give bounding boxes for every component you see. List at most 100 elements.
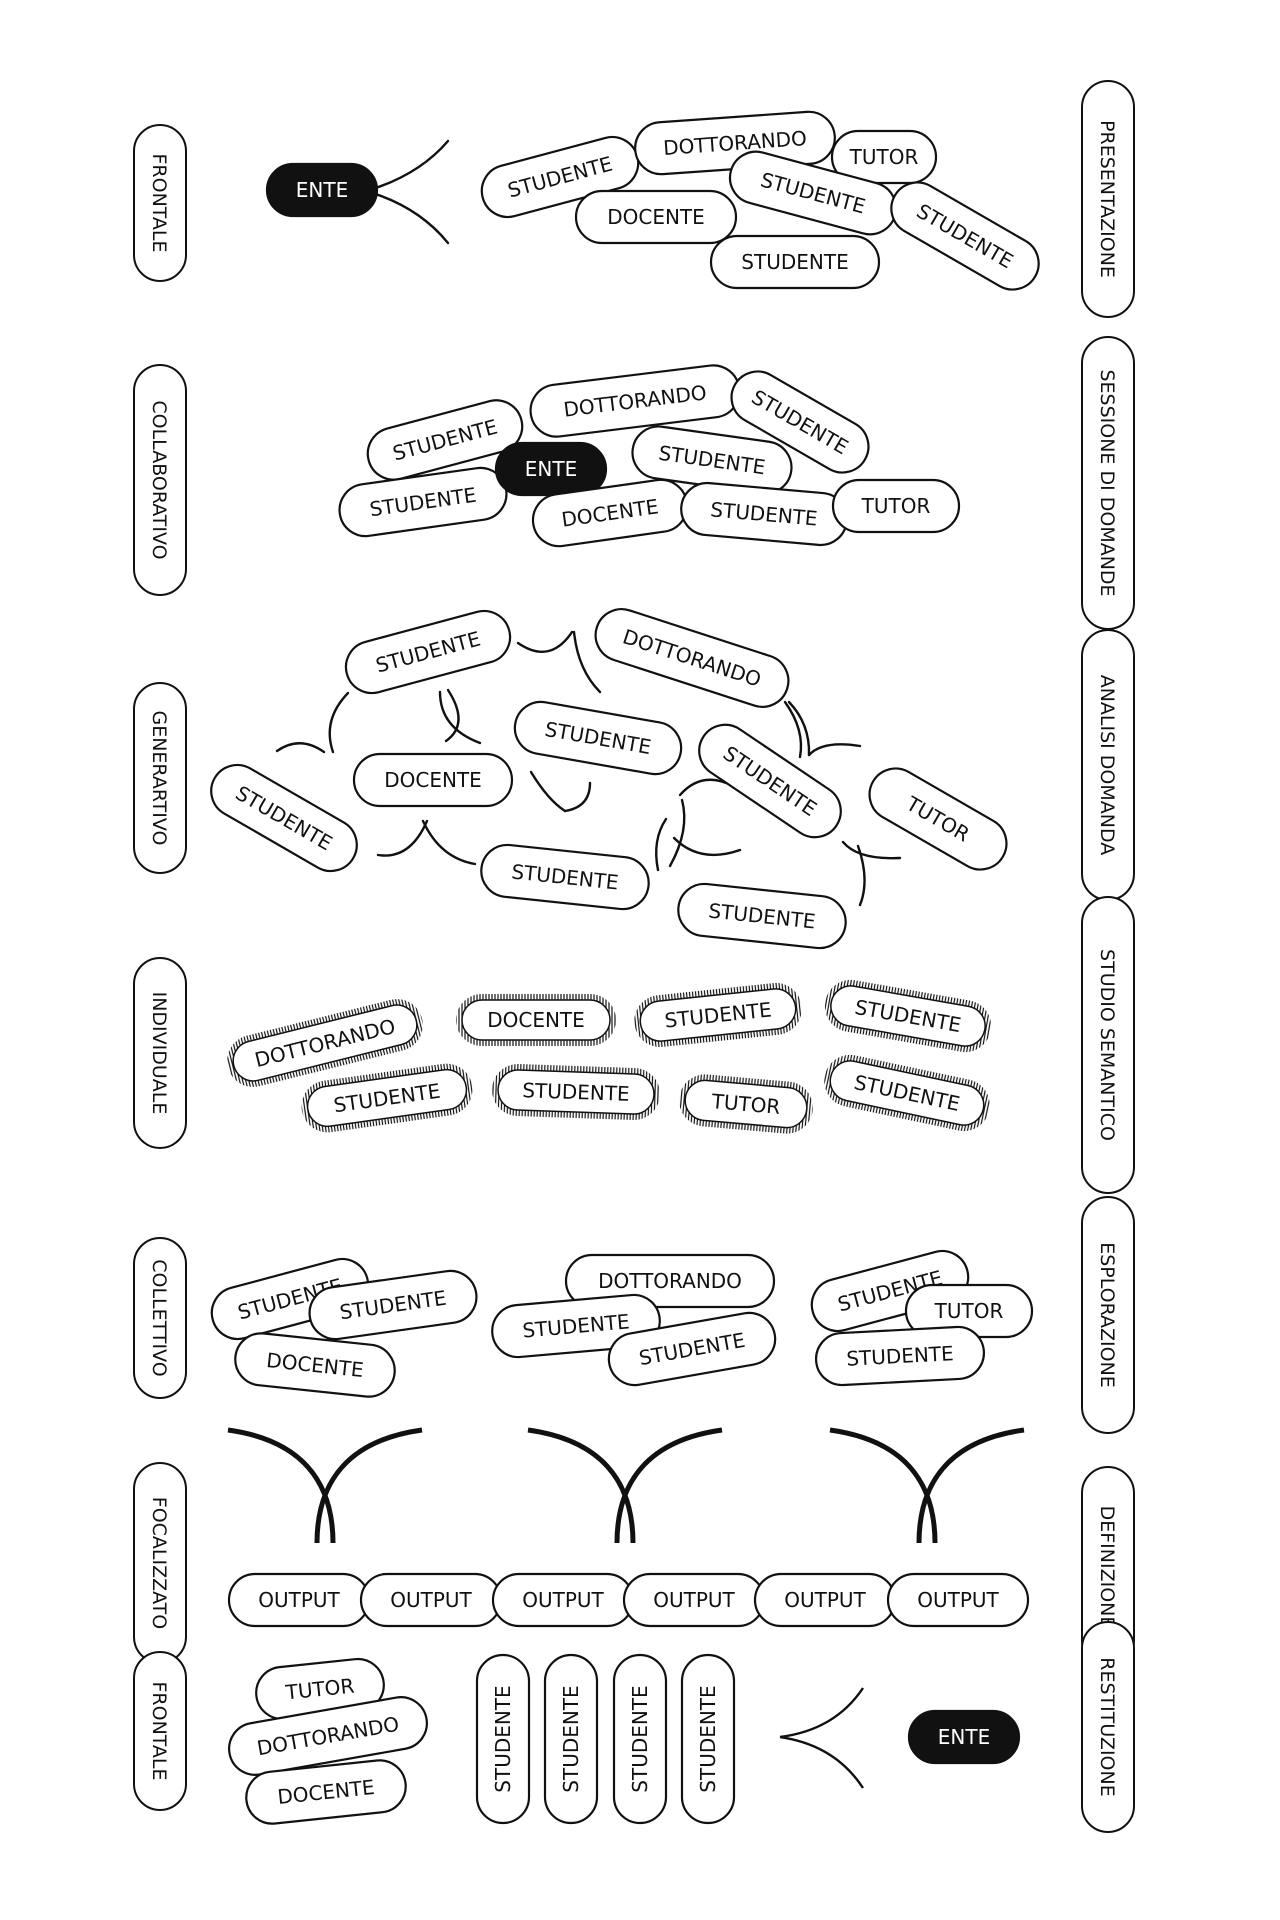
stage-label-sessione-di-domande: SESSIONE DI DOMANDE [1081, 336, 1135, 630]
participant-pill-studente: STUDENTE [677, 882, 847, 950]
stage-label-presentazione: PRESENTAZIONE [1081, 80, 1135, 318]
participant-pill-tutor: TUTOR [830, 129, 938, 185]
participant-pill-label: ENTE [525, 457, 577, 481]
participant-pill-studente: STUDENTE [810, 1249, 970, 1333]
participant-pill-docente: DOCENTE [245, 1759, 407, 1825]
stage-label-esplorazione-text: ESPLORAZIONE [1096, 1242, 1118, 1388]
cloud-arc [275, 742, 326, 754]
participant-pill-label: ENTE [296, 178, 348, 202]
participant-pill-output: OUTPUT [227, 1572, 371, 1628]
cloud-arc [672, 836, 742, 857]
cloud-arc [783, 700, 803, 759]
participant-pill-dottorando: DOTTORANDO [564, 1253, 776, 1309]
cloud-arc [444, 688, 460, 743]
phase-label-generartivo: GENERARTIVO [133, 682, 187, 874]
participant-pill-ente: ENTE [907, 1709, 1021, 1765]
phase-label-individuale: INDIVIDUALE [133, 957, 187, 1149]
participant-pill-ente: ENTE [494, 441, 608, 497]
participant-pill-docente: DOCENTE [574, 189, 738, 245]
participant-pill-docente: DOCENTE [531, 478, 689, 548]
phase-label-collettivo-text: COLLETTIVO [148, 1259, 170, 1377]
participant-pill-label: TUTOR [861, 494, 931, 518]
participant-pill-label: OUTPUT [784, 1588, 866, 1612]
phase-label-collettivo: COLLETTIVO [133, 1237, 187, 1399]
participant-pill-label: OUTPUT [917, 1588, 999, 1612]
cloud-arc [856, 844, 866, 907]
cloud-arc [841, 840, 902, 860]
participant-pill-dottorando: DOTTORANDO [228, 1696, 428, 1776]
participant-pill-label: STUDENTE [559, 1685, 583, 1792]
participant-pill-studente: STUDENTE [612, 1653, 668, 1825]
participant-pill-label: DOCENTE [487, 1008, 585, 1032]
participant-pill-docente: DOCENTE [352, 752, 514, 808]
participant-pill-studente: STUDENTE [890, 181, 1040, 291]
participant-pill-output: OUTPUT [886, 1572, 1030, 1628]
participant-pill-tutor: TUTOR [679, 1074, 813, 1134]
funnel-arc [527, 1427, 636, 1544]
participant-pill-studente: STUDENTE [513, 700, 683, 776]
phase-label-collaborativo: COLLABORATIVO [133, 364, 187, 596]
cloud-arc [438, 690, 482, 745]
participant-pill-studente: STUDENTE [210, 763, 358, 873]
row-5-participants: STUDENTESTUDENTEDOCENTEDOTTORANDOSTUDENT… [210, 1249, 1034, 1398]
stage-label-analisi-domanda: ANALISI DOMANDA [1081, 629, 1135, 901]
participant-pill-studente: STUDENTE [301, 1063, 473, 1133]
participant-pill-tutor: TUTOR [831, 478, 961, 534]
participant-pill-label: STUDENTE [522, 1078, 630, 1106]
participant-pill-output: OUTPUT [622, 1572, 766, 1628]
stage-label-restituzione: RESTITUZIONE [1081, 1621, 1135, 1833]
participant-pill-label: OUTPUT [258, 1588, 340, 1612]
stage-label-esplorazione: ESPLORAZIONE [1081, 1196, 1135, 1434]
participant-pill-dottorando: DOTTORANDO [594, 608, 790, 708]
cloud-arc [516, 630, 574, 653]
participant-pill-studente: STUDENTE [543, 1653, 599, 1825]
cloud-arc [376, 819, 429, 857]
participant-pill-studente: STUDENTE [475, 1653, 531, 1825]
phase-label-individuale-text: INDIVIDUALE [148, 992, 170, 1115]
phase-label-focalizzato: FOCALIZZATO [133, 1462, 187, 1664]
participant-pill-studente: STUDENTE [680, 481, 848, 547]
participant-pill-tutor: TUTOR [255, 1657, 385, 1721]
stage-label-presentazione-text: PRESENTAZIONE [1096, 120, 1118, 278]
funnel-arc [314, 1427, 423, 1544]
participant-pill-label: TUTOR [849, 145, 919, 169]
participant-pill-studente: STUDENTE [480, 843, 650, 911]
participant-pill-label: DOTTORANDO [598, 1269, 742, 1293]
participant-pill-label: STUDENTE [696, 1685, 720, 1792]
participant-pill-studente: STUDENTE [492, 1063, 660, 1121]
participant-pill-label: TUTOR [934, 1299, 1004, 1323]
phase-label-generartivo-text: GENERARTIVO [148, 710, 170, 845]
participant-pill-label: STUDENTE [741, 250, 848, 274]
participant-pill-studente: STUDENTE [607, 1311, 777, 1387]
bracket-connector [364, 139, 450, 245]
phase-label-frontale: FRONTALE [133, 124, 187, 282]
participant-pill-output: OUTPUT [753, 1572, 897, 1628]
phase-label-frontale-text: FRONTALE [148, 153, 170, 252]
participant-pill-docente: DOCENTE [456, 994, 616, 1046]
cloud-arc [529, 770, 567, 813]
cloud-arc [655, 817, 668, 872]
participant-pill-dottorando: DOTTORANDO [529, 364, 741, 438]
participant-pill-label: STUDENTE [628, 1685, 652, 1792]
participant-pill-label: OUTPUT [653, 1588, 735, 1612]
participant-pill-studente: STUDENTE [680, 1653, 736, 1825]
stage-label-restituzione-text: RESTITUZIONE [1096, 1657, 1118, 1796]
cloud-arc [668, 798, 686, 868]
funnel-arc [227, 1427, 336, 1544]
participant-pill-studente: STUDENTE [634, 982, 802, 1048]
phase-label-frontale: FRONTALE [133, 1651, 187, 1811]
participant-pill-tutor: TUTOR [868, 767, 1008, 871]
participant-pill-studente: STUDENTE [338, 466, 508, 538]
participant-pill-studente: STUDENTE [631, 425, 793, 495]
cloud-arc [328, 691, 350, 754]
funnel-arcs [227, 1427, 1025, 1544]
participant-pill-studente: STUDENTE [728, 150, 898, 236]
funnel-arc [614, 1427, 723, 1544]
phase-label-collaborativo-text: COLLABORATIVO [148, 400, 170, 559]
participant-pill-studente: STUDENTE [709, 234, 881, 290]
participant-pill-docente: DOCENTE [234, 1332, 396, 1398]
